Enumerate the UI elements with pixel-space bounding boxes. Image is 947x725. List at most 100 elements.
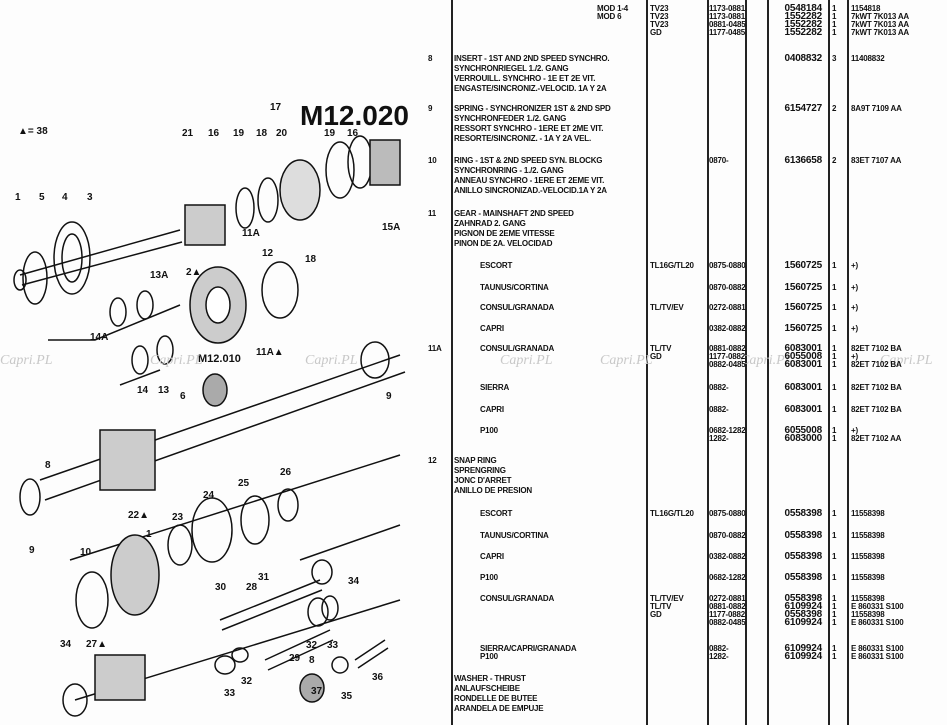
cell-ford: +): [851, 303, 858, 312]
cell-part: 1552282: [784, 11, 822, 22]
cell-ford: 11558398: [851, 594, 885, 603]
column-divider: [646, 0, 648, 725]
cell-part: 1552282: [784, 27, 822, 38]
cell-qty: 1: [832, 531, 837, 540]
cell-ford: 82ET 7102 AA: [851, 434, 902, 443]
cell-part: 6154727: [784, 103, 822, 114]
cell-num: 8: [428, 54, 433, 63]
watermark: Capri.PL: [880, 353, 933, 368]
legend-triangle: ▲= 38: [18, 126, 48, 137]
cell-vehicle: CAPRI: [480, 405, 504, 414]
cell-part: 6083001: [784, 404, 822, 415]
svg-text:15A: 15A: [382, 222, 400, 233]
cell-qty: 1: [832, 12, 837, 21]
svg-text:19: 19: [233, 128, 245, 139]
cell-trans: TL/TV/EV: [650, 594, 684, 603]
cell-trans: GD: [650, 352, 662, 361]
cell-part: 0558398: [784, 551, 822, 562]
cell-date: 0882-0485: [709, 618, 746, 627]
cell-qty: 3: [832, 54, 837, 63]
cell-qty: 1: [832, 644, 837, 653]
item-description-line: ZAHNRAD 2. GANG: [454, 219, 526, 228]
cell-num: 11A: [428, 344, 442, 353]
cell-ford: 7kWT 7K013 AA: [851, 28, 910, 37]
svg-text:12: 12: [262, 248, 274, 259]
cell-date: 0881-0485: [709, 20, 746, 29]
cell-num: 11: [428, 209, 437, 218]
cell-vehicle: ESCORT: [480, 261, 513, 270]
cell-qty: 1: [832, 383, 837, 392]
svg-text:18: 18: [305, 254, 317, 265]
svg-text:14: 14: [137, 385, 149, 396]
item-description-line: PINON DE 2A. VELOCIDAD: [454, 239, 553, 248]
cell-vehicle: CONSUL/GRANADA: [480, 344, 555, 353]
cell-ford: E 860331 S100: [851, 602, 904, 611]
column-divider: [767, 0, 769, 725]
svg-text:8: 8: [309, 655, 315, 666]
cell-trans: TL16G/TL20: [650, 261, 694, 270]
item-description-line: WASHER - THRUST: [454, 674, 526, 683]
cell-qty: 1: [832, 261, 837, 270]
cell-ford: 11558398: [851, 573, 885, 582]
cell-date: 1177-0485: [709, 28, 746, 37]
cell-part: 6083001: [784, 359, 822, 370]
cell-part: 6055008: [784, 351, 822, 362]
cell-date: 0382-0882: [709, 324, 746, 333]
svg-text:37: 37: [311, 686, 323, 697]
cell-qty: 1: [832, 618, 837, 627]
cell-part: 1552282: [784, 19, 822, 30]
item-description-line: PIGNON DE 2EME VITESSE: [454, 229, 555, 238]
cell-qty: 1: [832, 426, 837, 435]
item-description-line: ARANDELA DE EMPUJE: [454, 704, 544, 713]
svg-text:20: 20: [276, 128, 288, 139]
cell-vehicle: SIERRA/CAPRI/GRANADA: [480, 644, 577, 653]
cell-ford: 11558398: [851, 552, 885, 561]
cell-part: 6083001: [784, 343, 822, 354]
cell-ford: 82ET 7102 BA: [851, 344, 902, 353]
cell-vehicle: CAPRI: [480, 324, 504, 333]
svg-text:27▲: 27▲: [86, 639, 107, 650]
cell-ford: +): [851, 352, 858, 361]
cell-ford: 82ET 7102 BA: [851, 405, 902, 414]
item-description-line: SNAP RING: [454, 456, 497, 465]
cell-part: 0558398: [784, 593, 822, 604]
watermark: Capri.PL: [500, 353, 553, 368]
cell-trans: TL/TV/EV: [650, 303, 684, 312]
cell-ford: 11558398: [851, 531, 885, 540]
cell-model: MOD 1-4: [597, 4, 629, 13]
cell-date: 1282-: [709, 652, 729, 661]
cell-ford: E 860331 S100: [851, 644, 904, 653]
cell-qty: 1: [832, 434, 837, 443]
cell-ford: E 860331 S100: [851, 652, 904, 661]
cell-ford: 1154818: [851, 4, 881, 13]
cell-part: 6109924: [784, 617, 822, 628]
column-divider: [451, 0, 453, 725]
svg-text:16: 16: [208, 128, 220, 139]
watermark: Capri.PL: [0, 353, 53, 368]
cell-part: 6083001: [784, 382, 822, 393]
svg-text:31: 31: [258, 572, 270, 583]
svg-text:4: 4: [62, 192, 68, 203]
cell-date: 1177-0882: [709, 352, 746, 361]
cell-vehicle: CONSUL/GRANADA: [480, 594, 555, 603]
cell-vehicle: P100: [480, 652, 498, 661]
cell-part: 6055008: [784, 425, 822, 436]
svg-text:17: 17: [270, 102, 282, 113]
cell-ford: +): [851, 426, 858, 435]
cell-date: 0682-1282: [709, 573, 746, 582]
column-divider: [828, 0, 830, 725]
cell-ford: 82ET 7102 BA: [851, 360, 902, 369]
item-description-line: RING - 1ST & 2ND SPEED SYN. BLOCKG: [454, 156, 603, 165]
cell-vehicle: CONSUL/GRANADA: [480, 303, 555, 312]
cell-date: 0875-0880: [709, 509, 746, 518]
cell-vehicle: P100: [480, 426, 498, 435]
cell-part: 0558398: [784, 572, 822, 583]
cell-date: 0870-: [709, 156, 729, 165]
sub-reference: M12.010: [198, 353, 241, 365]
cell-qty: 1: [832, 4, 837, 13]
callout-labels: 17 21 16 19 18 20 19 16 15A 1 5 4 3 2▲ 1…: [15, 102, 400, 702]
item-description-line: ANLAUFSCHEIBE: [454, 684, 520, 693]
svg-text:34: 34: [348, 576, 360, 587]
item-description-line: SYNCHRONRING - 1./2. GANG: [454, 166, 564, 175]
